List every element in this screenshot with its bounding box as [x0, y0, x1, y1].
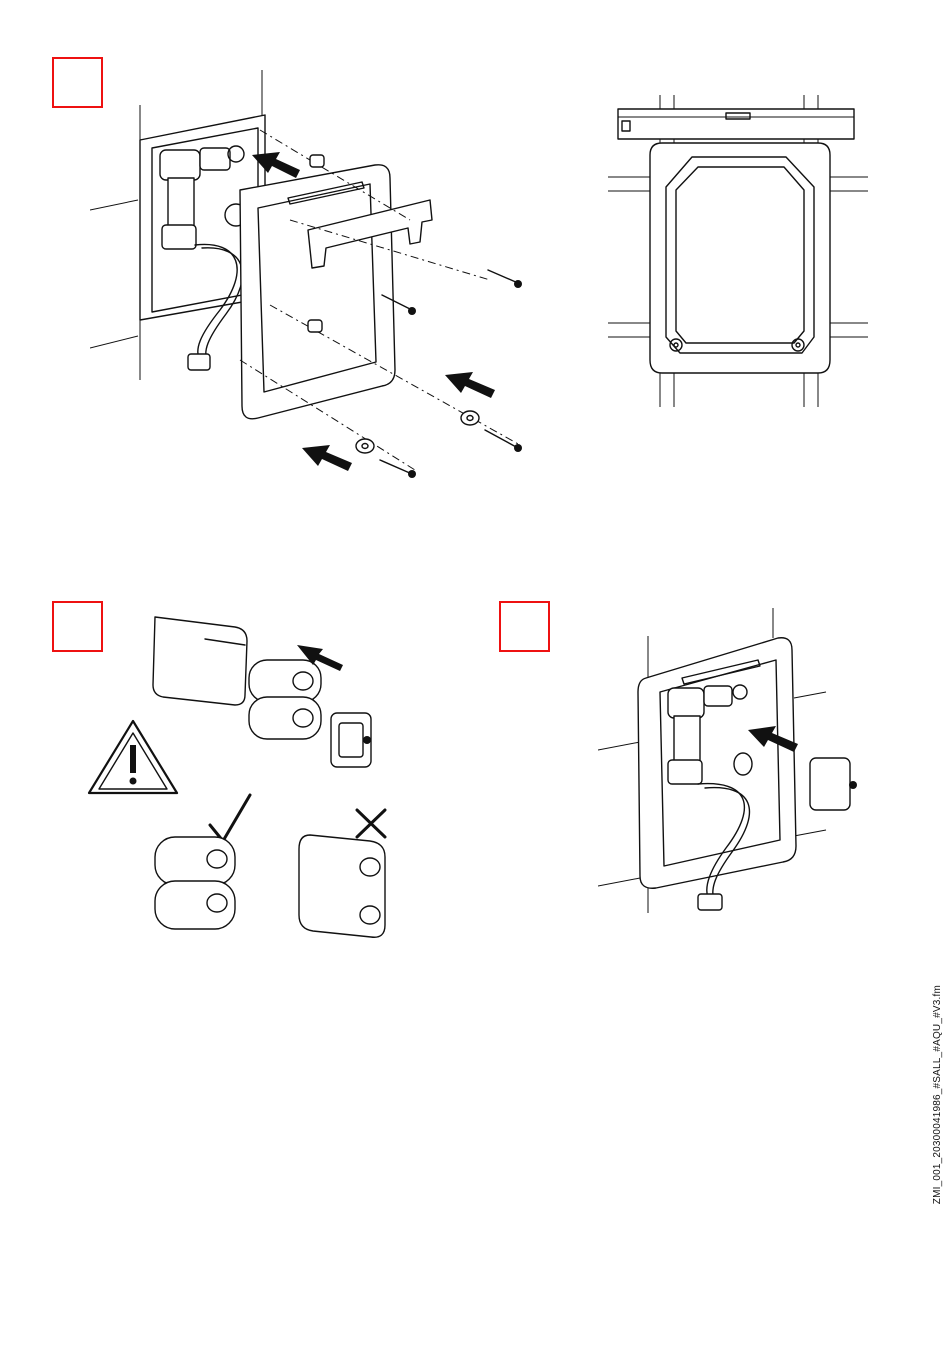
step-box-3 — [499, 601, 550, 652]
figure-frame-assembly-exploded — [90, 70, 530, 490]
footer-file-id: ZMI_001_20300041986_#SALL_#AQU_#V3.fm — [932, 985, 950, 1204]
checkmark-icon — [210, 795, 250, 841]
warning-triangle-icon — [89, 721, 177, 793]
figure-module-insertion — [598, 608, 868, 918]
figure-battery-assembly — [85, 605, 415, 955]
figure-frame-with-level — [608, 95, 868, 410]
cross-icon — [357, 810, 385, 837]
